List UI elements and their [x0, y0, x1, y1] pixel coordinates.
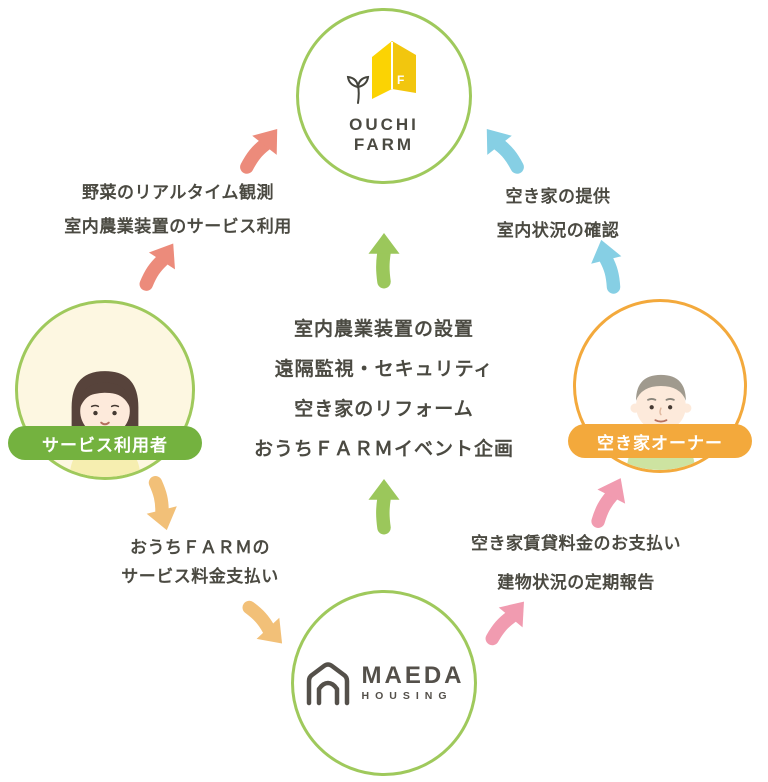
arrow-user-to-farm-upper-icon [226, 116, 293, 186]
label-user-to-maeda: おうちＦＡＲＭの サービス料金支払い [55, 533, 345, 591]
arrow-user-to-farm-lower-icon [125, 232, 190, 302]
arrow-user-to-maeda-upper-icon [134, 470, 187, 536]
arrow-user-to-maeda-lower-icon [229, 588, 298, 658]
label-user-to-maeda-line2: サービス料金支払い [121, 567, 279, 586]
center-service-line4: おうちＦＡＲＭイベント企画 [253, 439, 514, 460]
arrow-owner-to-farm-lower-icon [582, 234, 635, 300]
label-owner-to-farm-line2: 室内状況の確認 [496, 221, 620, 240]
ouchi-farm-wordmark-line2: FARM [353, 135, 415, 154]
maeda-node: MAEDA HOUSING [291, 590, 477, 776]
label-user-to-maeda-line1: おうちＦＡＲＭの [130, 538, 270, 557]
label-maeda-to-owner: 空き家賃貸料金のお支払い 建物状況の定期報告 [420, 524, 732, 602]
service-user-badge: サービス利用者 [8, 426, 202, 460]
label-owner-to-farm: 空き家の提供 室内状況の確認 [425, 180, 691, 248]
center-service-line2: 遠隔監視・セキュリティ [274, 359, 494, 380]
arrow-maeda-to-center-icon [364, 478, 404, 536]
label-owner-to-farm-line1: 空き家の提供 [505, 187, 611, 206]
svg-text:F: F [397, 73, 404, 87]
ouchi-farm-logo-icon: F [346, 41, 416, 104]
maeda-house-logo-icon [306, 662, 349, 706]
arrow-owner-to-farm-upper-icon [470, 116, 537, 186]
arrow-maeda-to-owner-lower-icon [472, 588, 540, 658]
arrow-center-to-farm-icon [364, 232, 404, 290]
label-user-to-farm-line2: 室内農業装置のサービス利用 [64, 217, 292, 236]
ouchi-farm-wordmark-line1: OUCHI [349, 115, 419, 134]
ouchi-farm-node: F OUCHI FARM [296, 8, 472, 184]
center-service-line3: 空き家のリフォーム [294, 399, 474, 420]
label-maeda-to-owner-line2: 建物状況の定期報告 [497, 573, 655, 592]
owner-badge: 空き家オーナー [568, 424, 752, 458]
arrow-maeda-to-owner-upper-icon [577, 468, 639, 538]
maeda-wordmark: MAEDA [361, 662, 465, 689]
label-user-to-farm-line1: 野菜のリアルタイム観測 [82, 183, 274, 202]
label-user-to-farm: 野菜のリアルタイム観測 室内農業装置のサービス利用 [10, 176, 346, 244]
center-service-line1: 室内農業装置の設置 [293, 319, 474, 340]
label-maeda-to-owner-line1: 空き家賃貸料金のお支払い [471, 534, 681, 553]
center-services-list: 室内農業装置の設置 遠隔監視・セキュリティ 空き家のリフォーム おうちＦＡＲＭイ… [0, 310, 768, 470]
maeda-wordmark-sub: HOUSING [361, 690, 453, 702]
